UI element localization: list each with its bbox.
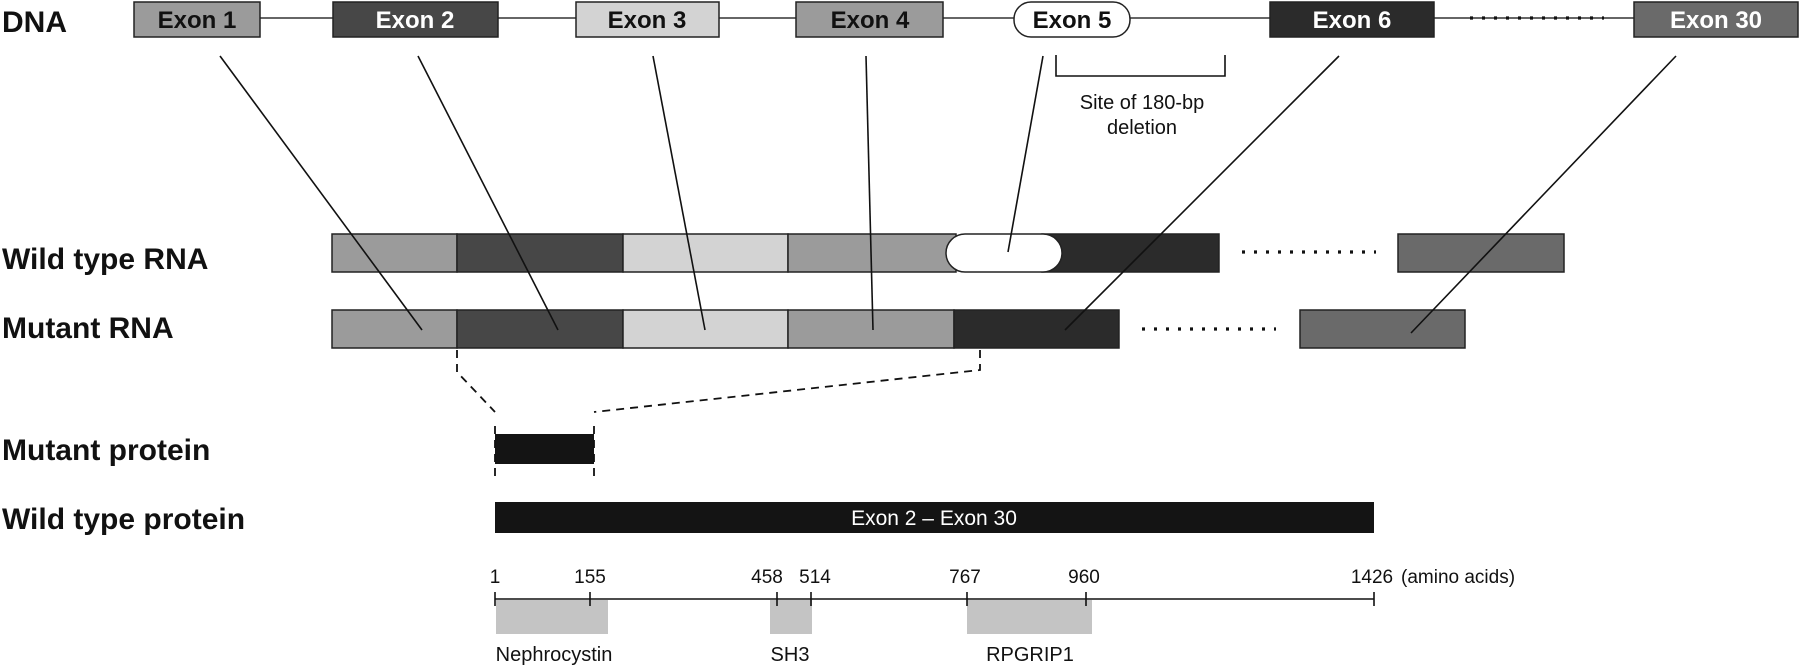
mapping-dash-left: [456, 350, 496, 413]
domain-nephrocystin: [496, 600, 608, 634]
exon-30-label: Exon 30: [1670, 7, 1762, 34]
mutant-rna: [331, 309, 1466, 349]
domain-label-rpgrip1: RPGRIP1: [986, 644, 1074, 666]
tick-label-1: 1: [490, 567, 501, 588]
connector-exon-5: [1007, 55, 1044, 253]
wild-type-protein-bar-label: Exon 2 – Exon 30: [851, 507, 1017, 530]
exon-connectors: [219, 55, 1677, 334]
exon-1: Exon 1: [133, 1, 261, 38]
tick-label-960: 960: [1068, 567, 1100, 588]
connector-exon-6: [1064, 55, 1340, 331]
wt-rna-exon-2: [456, 233, 624, 273]
mut-rna-exon-1: [331, 309, 458, 349]
exon-1-box: [133, 1, 261, 38]
connector-exon-2: [417, 55, 559, 331]
exon-6-label: Exon 6: [1313, 7, 1392, 34]
tick-label-767: 767: [949, 567, 981, 588]
mut-rna-exon-6: [953, 309, 1120, 349]
exon-4: Exon 4: [795, 1, 944, 38]
exon-2-label: Exon 2: [376, 7, 455, 34]
exon-30: Exon 30: [1633, 1, 1799, 38]
exon-5-box: [1013, 1, 1131, 38]
exon-2-box: [332, 1, 499, 38]
mut-rna-exon-2: [456, 309, 624, 349]
exon-30-box: [1633, 1, 1799, 38]
deletion-bracket: [1055, 55, 1226, 77]
wild-type-protein-label: Wild type protein: [2, 503, 245, 536]
connector-exon-30: [1410, 55, 1677, 334]
wt-rna-exon-3: [622, 233, 789, 273]
tick-label-514: 514: [799, 567, 831, 588]
wild-type-rna: [331, 233, 1565, 273]
exon-3: Exon 3: [575, 1, 720, 38]
wild-type-protein-bar: [495, 502, 1374, 533]
wt-rna-exon-1: [331, 233, 458, 273]
exon-3-label: Exon 3: [608, 7, 687, 34]
axis-unit: (amino acids): [1401, 567, 1515, 588]
deletion-note-line1: Site of 180-bp: [1080, 92, 1205, 114]
exon-4-box: [795, 1, 944, 38]
deletion-note-line2: deletion: [1107, 117, 1177, 139]
tick-label-155: 155: [574, 567, 606, 588]
mutant-protein: [494, 426, 595, 476]
wt-rna-exon-6: [1041, 233, 1220, 273]
connector-exon-3: [652, 55, 706, 331]
wt-rna-exon-5: [945, 233, 1063, 273]
dna-label: DNA: [2, 6, 67, 39]
tick-label-458: 458: [751, 567, 783, 588]
mutant-protein-label: Mutant protein: [2, 434, 210, 467]
connector-exon-1: [219, 55, 423, 331]
mut-rna-exon-4: [787, 309, 955, 349]
mutant-rna-label: Mutant RNA: [2, 312, 174, 345]
tick-label-1426: 1426: [1351, 567, 1393, 588]
exon-6-box: [1269, 1, 1435, 38]
wild-type-rna-label: Wild type RNA: [2, 243, 208, 276]
connector-exon-4: [865, 55, 874, 331]
wt-rna-exon-30: [1397, 233, 1565, 273]
exon-3-box: [575, 1, 720, 38]
domain-label-sh3: SH3: [771, 644, 810, 666]
exon-1-label: Exon 1: [158, 7, 237, 34]
amino-acid-axis: 1 155 458 514 767 960 1426 (amino acids)…: [490, 567, 1515, 666]
exon-4-label: Exon 4: [831, 7, 910, 34]
exon-6: Exon 6: [1269, 1, 1435, 38]
mutant-protein-bar: [495, 434, 594, 464]
exon-2: Exon 2: [332, 1, 499, 38]
mapping-dash-right: [593, 350, 981, 413]
domain-rpgrip1: [967, 600, 1092, 634]
mut-rna-exon-30: [1299, 309, 1466, 349]
wild-type-protein: Exon 2 – Exon 30: [495, 502, 1374, 533]
exon-5-label: Exon 5: [1033, 7, 1112, 34]
domain-label-nephrocystin: Nephrocystin: [496, 644, 613, 666]
exon-5: Exon 5: [1013, 1, 1131, 38]
